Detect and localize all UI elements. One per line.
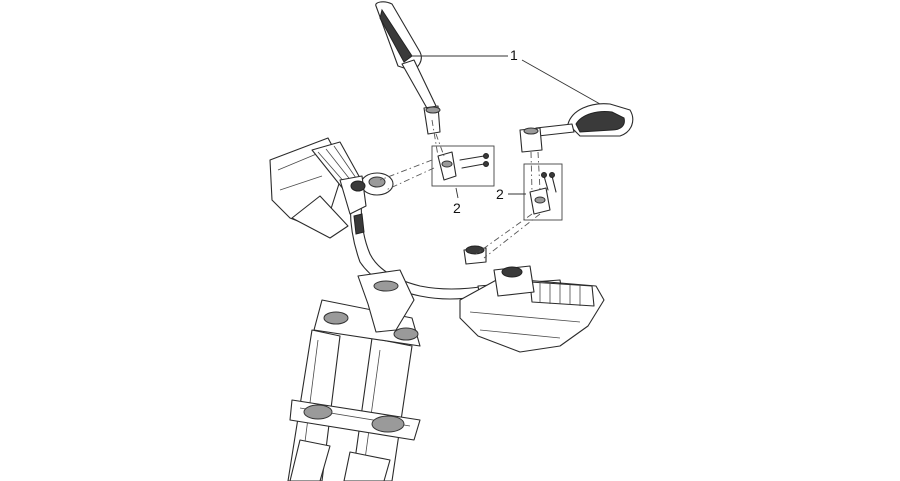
left-clamp-bracket-group: [431, 145, 495, 187]
right-master-cylinder: [493, 265, 535, 297]
assembly-lines: [379, 119, 541, 259]
left-master-cylinder: [339, 172, 394, 235]
callout-mirror: 1: [510, 47, 518, 63]
callout-bracket-right: 2: [496, 186, 504, 202]
leader-lines: [408, 55, 601, 199]
right-grip: [529, 281, 595, 307]
left-mirror: [375, 1, 441, 135]
right-clamp-bracket-group: [523, 163, 563, 221]
callout-bracket-left: 2: [453, 200, 461, 216]
right-mirror: [519, 103, 634, 153]
front-fork: [287, 299, 421, 481]
